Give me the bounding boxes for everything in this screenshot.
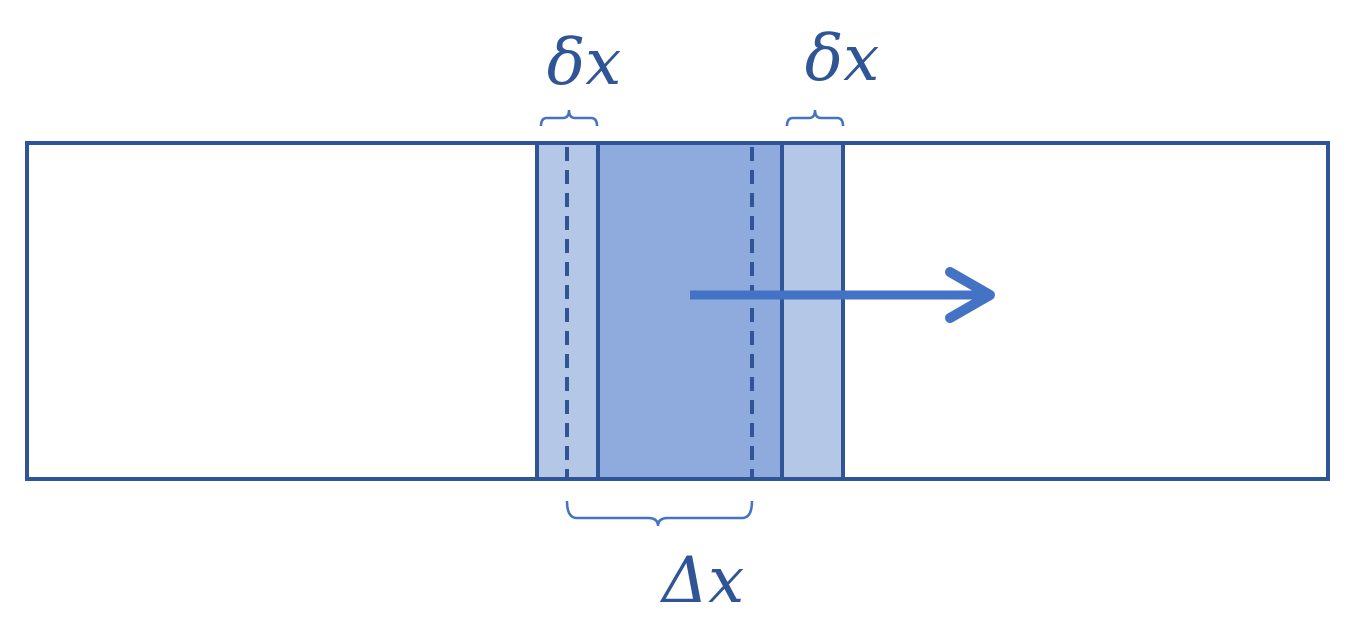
span-brace — [565, 500, 754, 527]
right-thin-slab — [782, 143, 843, 479]
bar-outline — [25, 141, 1330, 481]
right-arrow-icon — [690, 267, 995, 323]
left-delta-label: δx — [547, 26, 622, 100]
span-label: Δx — [659, 544, 744, 618]
right-delta-brace — [785, 109, 845, 127]
central-slab — [598, 143, 782, 479]
left-delta-brace — [539, 109, 599, 127]
right-delta-label: δx — [805, 22, 880, 96]
